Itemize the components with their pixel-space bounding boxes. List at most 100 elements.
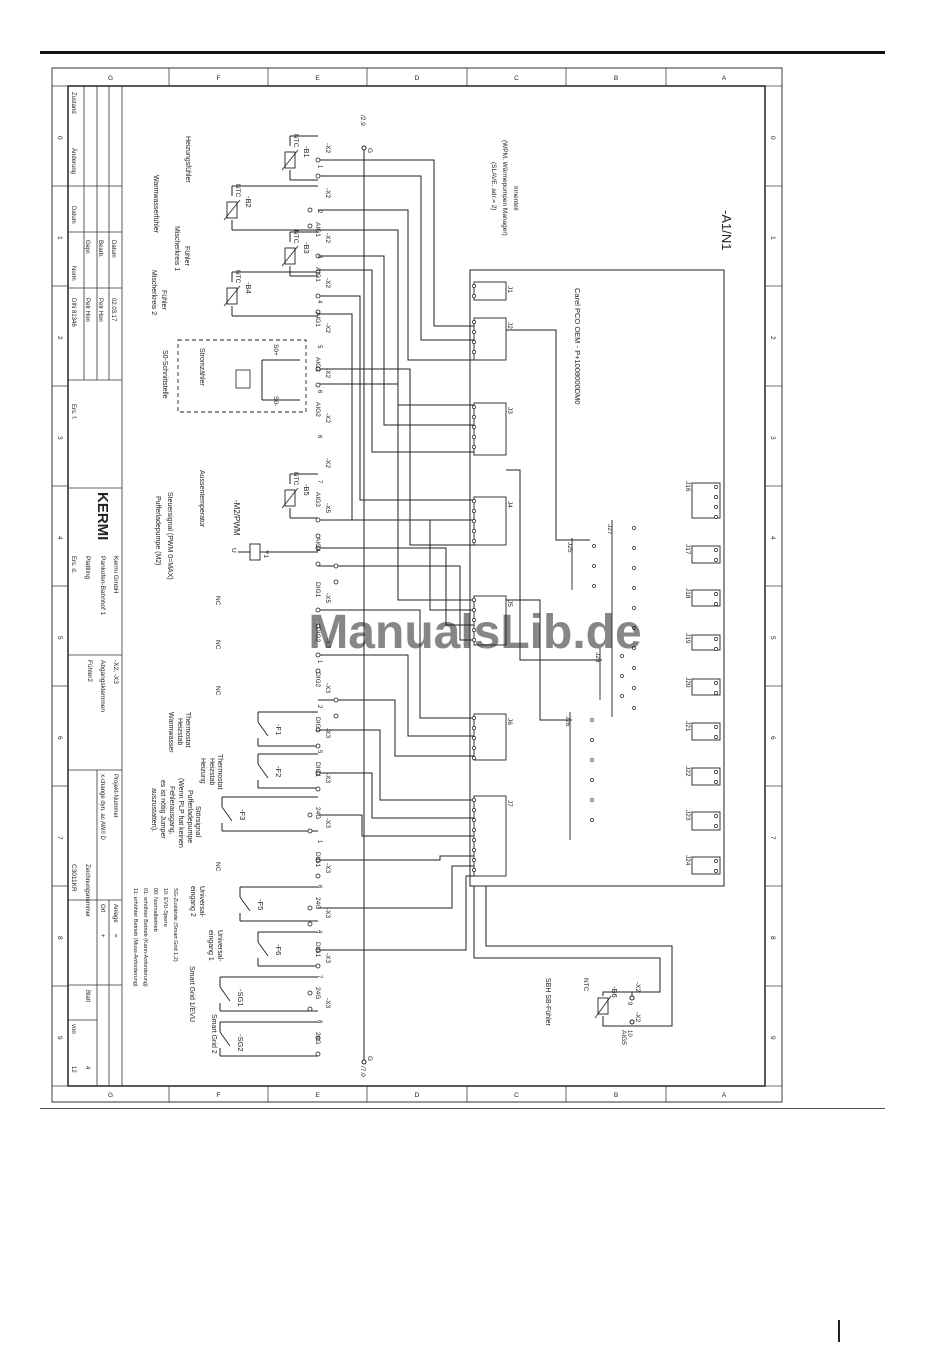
terminal-id: -X3 (324, 638, 331, 649)
ruler-number-right: 2 (769, 336, 776, 340)
terminal (315, 652, 321, 658)
f3-label-2: Pufferladepumpe (186, 790, 193, 843)
f2-label-1: Thermostat (216, 754, 223, 789)
terminal (307, 828, 313, 834)
terminal-pin: 5 (316, 345, 322, 349)
ruler-letter-top: F (217, 75, 221, 82)
f6-label-2: eingang 1 (207, 930, 214, 961)
wire-b6-b (485, 886, 673, 1027)
terminal-id: -X2 (324, 143, 331, 154)
sensor-type: NTC (292, 230, 299, 244)
tb-value-norm: DIN 81346 (70, 298, 76, 327)
rev-datum: Datum (70, 206, 76, 224)
terminal-id: -X2 (324, 233, 331, 244)
connector-pin (632, 566, 636, 570)
housing-line-2: (WPM, Wärmepumpen Manager) (501, 140, 508, 236)
ruler-number-right: 5 (769, 636, 776, 640)
connector-J4 (473, 496, 507, 546)
f6-label-1: Universal- (216, 930, 223, 962)
connector-pin (472, 415, 476, 419)
terminal-signal: DIG1 (314, 717, 321, 733)
ntc-slash (281, 487, 299, 509)
ruler-letter-top: B (614, 75, 618, 82)
nc-label: NC (214, 596, 221, 606)
connector-J17 (691, 545, 721, 564)
contact-tag: -F3 (238, 809, 247, 820)
ruler-letter-bottom: E (315, 1092, 320, 1099)
connector-pin (632, 546, 636, 550)
tb-blatt-label: Blatt (84, 990, 90, 1002)
top-rule (40, 51, 885, 54)
wire (318, 772, 474, 819)
terminal (315, 770, 321, 776)
components (177, 145, 725, 1065)
ruler-letter-top: G (108, 75, 113, 82)
pump-line-1: Steuersignal (PWM 0=MAX) (166, 492, 173, 580)
connector-pin (632, 706, 636, 710)
wire (318, 519, 474, 611)
connector-pin (714, 725, 718, 729)
terminal (307, 905, 313, 911)
sensor-type: NTC (234, 184, 241, 198)
connector-J19 (691, 634, 721, 651)
pump-coil-label: Y1 (262, 550, 269, 558)
terminal-signal: DIG1 (314, 942, 321, 958)
terminal-signal: AIG2 (314, 402, 321, 417)
tb-field-bearb: Bearb. (97, 240, 103, 258)
connector-pin (714, 735, 718, 739)
tb-blatt: 4 (84, 1066, 90, 1070)
terminal-id: -X3 (324, 998, 331, 1009)
tb-desc-1: -X2, -X3 (112, 660, 119, 684)
connector-pin (472, 425, 476, 429)
terminal-pin: 8 (316, 1020, 322, 1024)
ruler-number-left: 9 (56, 1036, 63, 1040)
contact-switch (219, 1031, 231, 1047)
connector-J20 (691, 678, 721, 696)
tb-company-3: Plattling (84, 556, 91, 580)
s0-box (177, 339, 307, 413)
terminal-id: -X3 (324, 953, 331, 964)
sensor-tag: -B2 (244, 196, 253, 208)
ruler-number-left: 6 (56, 736, 63, 740)
frame-rulers (51, 68, 783, 1102)
connector-J1 (473, 281, 507, 301)
ground-terminal-top (361, 145, 367, 151)
terminal-signal: DIG1 (314, 852, 321, 868)
ruler-number-right: 8 (769, 936, 776, 940)
title-block (68, 86, 123, 1086)
connector-pin (472, 848, 476, 852)
wire (318, 565, 474, 641)
tb-projekt: x-change dyn. ac AW/I D (99, 774, 105, 840)
tb-desc-2: Abgangsklemmen (99, 660, 106, 712)
tb-plus: + (99, 934, 105, 938)
controller-box (469, 269, 725, 887)
terminal-pin: 7 (316, 480, 322, 484)
ruler-number-right: 4 (769, 536, 776, 540)
terminal-id: -X5 (324, 593, 331, 604)
s0-minus: S0- (272, 396, 279, 406)
terminal-id: -X3 (324, 773, 331, 784)
connector-label: J4 (506, 501, 513, 508)
connector-pin (714, 647, 718, 651)
terminal (333, 697, 339, 703)
terminal-signal: AIG3 (314, 492, 321, 507)
ntc-slash (594, 995, 612, 1019)
connector-label: J18 (684, 588, 691, 599)
bottom-rule (40, 1108, 885, 1109)
connector-pin (592, 564, 596, 568)
connector-pin (472, 828, 476, 832)
connector-label: J27 (606, 524, 613, 535)
terminal (315, 517, 321, 523)
terminal (315, 727, 321, 733)
connector-J18 (691, 589, 721, 607)
connector-pin (714, 558, 718, 562)
sg-note: SG-Zustände (Smart Grid 1,2) (172, 888, 178, 962)
b6-x2b: -X2 (634, 1012, 641, 1023)
rev-zustand: Zustand (70, 92, 76, 114)
terminal (315, 269, 321, 275)
connector-J22 (691, 767, 721, 786)
connector-pin (472, 598, 476, 602)
contact-switch (257, 763, 269, 779)
ruler-letter-top: E (315, 75, 320, 82)
connector-J24 (691, 856, 721, 875)
